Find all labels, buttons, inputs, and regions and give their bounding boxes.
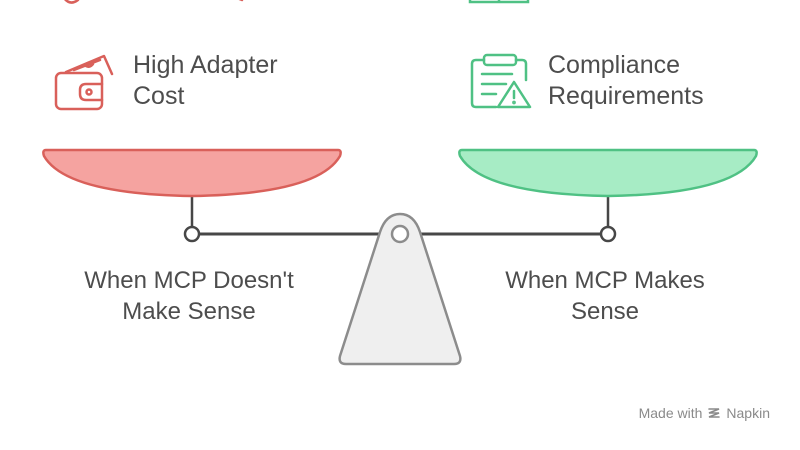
fulcrum — [338, 212, 462, 366]
credit-brand: Napkin — [726, 405, 770, 421]
high-adapter-cost-label: High Adapter Cost — [133, 50, 278, 112]
right-pan — [458, 148, 758, 198]
clipboard-warning-icon — [470, 53, 532, 109]
high-adapter-cost-line2: Cost — [133, 82, 185, 110]
left-pan — [42, 148, 342, 198]
cropped-top-right-icon — [468, 0, 530, 4]
wallet-cash-icon — [54, 54, 114, 111]
left-side-line1: When MCP Doesn't — [84, 267, 294, 294]
made-with-napkin-credit[interactable]: Made with Napkin — [639, 405, 770, 421]
compliance-requirements-label: Compliance Requirements — [548, 50, 704, 112]
credit-prefix: Made with — [638, 405, 703, 421]
left-side-line2: Make Sense — [122, 298, 256, 325]
cropped-top-left-icon — [64, 0, 244, 4]
right-beam-joint — [599, 225, 617, 243]
right-side-line1: When MCP Makes — [505, 267, 705, 294]
fulcrum-pivot — [390, 224, 410, 244]
when-mcp-doesnt-make-sense-label: When MCP Doesn't Make Sense — [39, 265, 339, 327]
compliance-requirements-line1: Compliance — [548, 51, 681, 79]
right-side-line2: Sense — [570, 298, 640, 325]
when-mcp-makes-sense-label: When MCP Makes Sense — [455, 265, 755, 327]
napkin-logo-icon — [708, 408, 721, 418]
compliance-requirements-line2: Requirements — [548, 82, 704, 110]
high-adapter-cost-line1: High Adapter — [133, 51, 278, 79]
left-beam-joint — [183, 225, 201, 243]
